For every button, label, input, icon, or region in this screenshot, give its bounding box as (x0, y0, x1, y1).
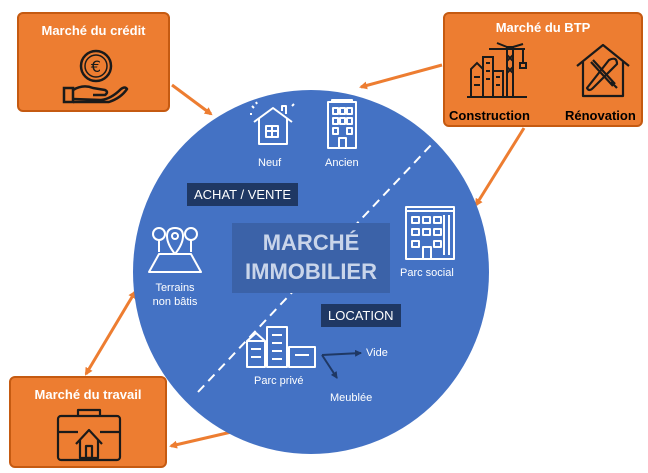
labor-market-box: Marché du travail (9, 376, 167, 468)
vide-label: Vide (366, 347, 388, 359)
btp-market-title: Marché du BTP (495, 20, 591, 35)
center-title-line2: IMMOBILIER (245, 259, 377, 284)
ancien-label: Ancien (325, 157, 359, 169)
parc-social-label: Parc social (400, 267, 454, 279)
parc-prive-label: Parc privé (254, 375, 304, 387)
btp-market-box: Marché du BTP Construction Rénovation (443, 12, 643, 127)
hand-euro-coin-icon: € (62, 49, 129, 104)
center-title-line1: MARCHÉ (262, 230, 360, 255)
arrow-travail-circle-left (84, 290, 137, 376)
land-trees-icon (148, 227, 202, 273)
credit-market-title: Marché du crédit (41, 23, 146, 38)
arrow-btp-to-top (359, 63, 443, 90)
construction-crane-icon (467, 42, 527, 98)
arrow-credit-to-circle (171, 83, 213, 116)
social-housing-icon (405, 206, 455, 260)
location-tag: LOCATION (321, 304, 401, 327)
svg-text:€: € (91, 57, 101, 76)
renovation-tools-icon (576, 43, 630, 98)
center-title-box: MARCHÉ IMMOBILIER (232, 223, 390, 293)
btp-construction-label: Construction (449, 108, 530, 123)
btp-renovation-label: Rénovation (565, 108, 636, 123)
neuf-label: Neuf (258, 157, 282, 169)
credit-market-box: Marché du crédit € (17, 12, 170, 112)
briefcase-house-icon (56, 408, 122, 462)
arrow-btp-to-right (474, 127, 526, 207)
private-housing-icon (246, 326, 316, 368)
achat-vente-tag: ACHAT / VENTE (187, 183, 299, 206)
meublee-label: Meublée (330, 392, 373, 404)
terrains-line1: Terrains (155, 282, 195, 294)
old-building-icon (327, 99, 357, 149)
terrains-label: Terrains non bâtis (148, 281, 202, 309)
labor-market-title: Marché du travail (34, 387, 142, 402)
terrains-line2: non bâtis (152, 296, 198, 308)
new-house-icon (250, 101, 295, 145)
